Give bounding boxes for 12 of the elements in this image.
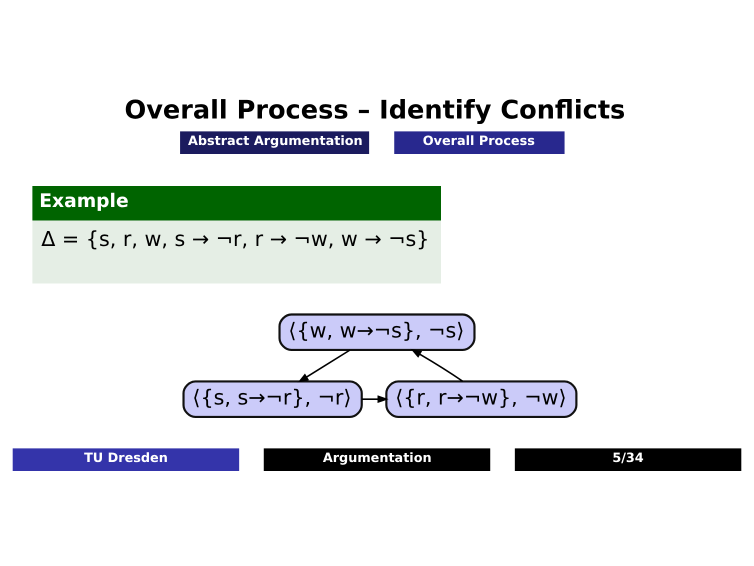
node-box: ⟨{r, r→¬w}, ¬w⟩	[385, 380, 578, 418]
label: 5/34	[612, 451, 644, 466]
node-box: ⟨{w, w→¬s}, ¬s⟩	[278, 313, 476, 352]
label: Overall Process	[422, 134, 535, 150]
node-box: ⟨{s, s→¬r}, ¬r⟩	[182, 380, 363, 418]
label: Argumentation	[322, 451, 432, 466]
arrow	[298, 349, 350, 383]
arrow	[410, 348, 464, 382]
label: TU Dresden	[84, 451, 168, 466]
arrow	[362, 395, 389, 404]
diagram-title: Overall Process – Identify Conflicts	[124, 95, 626, 126]
label: Abstract Argumentation	[188, 134, 363, 150]
